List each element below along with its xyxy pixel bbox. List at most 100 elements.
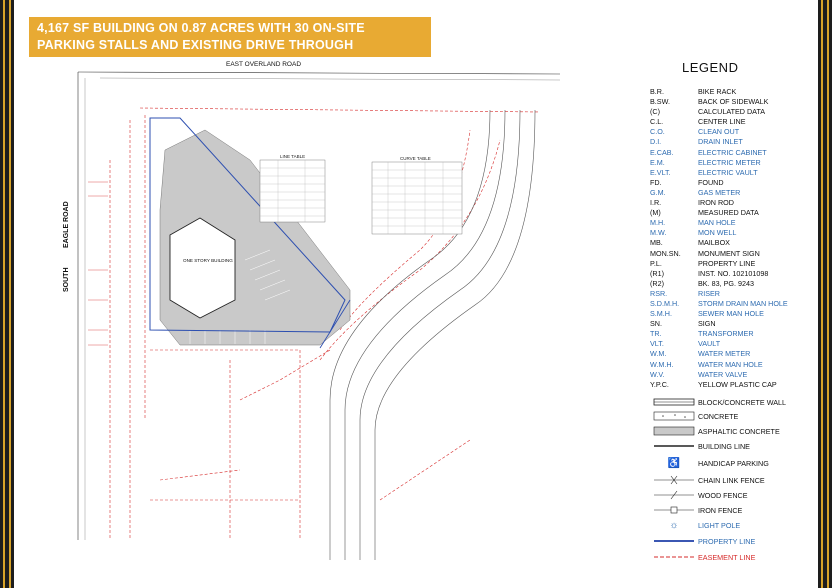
legend-abbr-key: W.M.H. [650, 359, 674, 369]
legend-abbr-row: SN. SIGN [650, 319, 820, 329]
legend-abbr-key: D.I. [650, 137, 662, 147]
legend-wood-fence: WOOD FENCE [650, 489, 830, 501]
legend-abbr-key: VLT. [650, 339, 664, 349]
legend-abbr-key: W.M. [650, 349, 667, 359]
legend-abbr-row: MON.SN.MONUMENT SIGN [650, 249, 820, 259]
legend-abbr-value: DRAIN INLET [698, 137, 743, 147]
legend-property-line: PROPERTY LINE [650, 535, 830, 547]
legend-abbr-value: ELECTRIC VAULT [698, 167, 758, 177]
legend-abbr-row: S.M.H.SEWER MAN HOLE [650, 309, 820, 319]
legend-iron-fence-label: IRON FENCE [698, 505, 743, 515]
legend-abbr-value: MON WELL [698, 228, 737, 238]
legend-abbr-row: M.W. MON WELL [650, 228, 820, 238]
legend-abbr-row: W.M. WATER METER [650, 349, 820, 359]
legend-light-pole: ☼ LIGHT POLE [650, 519, 830, 531]
legend-property-line-label: PROPERTY LINE [698, 536, 756, 546]
legend-abbr-value: SEWER MAN HOLE [698, 309, 764, 319]
legend-abbr-value: ELECTRIC CABINET [698, 147, 767, 157]
legend-abbr-row: I.R.IRON ROD [650, 198, 820, 208]
left-border-stripe [0, 0, 14, 588]
right-border-stripe [818, 0, 832, 588]
title-banner: 4,167 SF BUILDING ON 0.87 ACRES WITH 30 … [29, 17, 431, 57]
legend-abbr-key: (C) [650, 107, 660, 117]
legend-abbr-value: MEASURED DATA [698, 208, 759, 218]
legend-chain-link: CHAIN LINK FENCE [650, 474, 830, 486]
building-label: ONE STORY BUILDING [183, 258, 233, 263]
parking-stripes [189, 249, 291, 344]
line-table-title: LINE TABLE [280, 154, 305, 159]
legend-abbr-key: C.L. [650, 117, 664, 127]
legend-building-line-label: BUILDING LINE [698, 441, 750, 451]
legend-abbr-row: P.L. PROPERTY LINE [650, 259, 820, 269]
legend-abbr-value: BACK OF SIDEWALK [698, 97, 769, 107]
legend-abbr-row: (R2) BK. 83, PG. 9243 [650, 279, 820, 289]
legend-abbr-value: MAILBOX [698, 238, 730, 248]
building-footprint [169, 217, 236, 319]
legend-abbr-row: (R1) INST. NO. 102101098 [650, 269, 820, 279]
legend-concrete: CONCRETE [650, 410, 830, 422]
curve-table-title: CURVE TABLE [400, 156, 431, 161]
legend-abbr-value: RISER [698, 288, 720, 298]
legend-abbr-key: E.M. [650, 157, 665, 167]
legend-abbr-value: INST. NO. 102101098 [698, 268, 769, 278]
legend-abbr-row: D.I. DRAIN INLET [650, 137, 820, 147]
legend-abbr-key: MB. [650, 238, 663, 248]
legend-easement-line: EASEMENT LINE [650, 551, 830, 563]
road-label-south: SOUTH [63, 268, 70, 293]
legend-abbr-value: YELLOW PLASTIC CAP [698, 379, 777, 389]
legend-abbr-row: B.SW. BACK OF SIDEWALK [650, 97, 820, 107]
legend-wood-fence-label: WOOD FENCE [698, 490, 748, 500]
legend-abbr-value: FOUND [698, 177, 724, 187]
legend-abbr-value: WATER MAN HOLE [698, 359, 763, 369]
legend-building-line: BUILDING LINE [650, 440, 830, 452]
legend-abbr-key: (M) [650, 208, 661, 218]
legend-abbr-value: BK. 83, PG. 9243 [698, 278, 754, 288]
legend-chain-link-label: CHAIN LINK FENCE [698, 475, 765, 485]
legend-abbr-value: WATER METER [698, 349, 751, 359]
legend-abbr-row: E.M. ELECTRIC METER [650, 158, 820, 168]
legend-block-wall: BLOCK/CONCRETE WALL [650, 396, 830, 408]
legend-abbr-row: W.V. WATER VALVE [650, 370, 820, 380]
legend-concrete-label: CONCRETE [698, 411, 739, 421]
legend-abbr-row: (M) MEASURED DATA [650, 208, 820, 218]
legend-abbr-key: E.CAB. [650, 147, 674, 157]
legend-abbr-key: S.D.M.H. [650, 298, 680, 308]
legend-iron-fence: IRON FENCE [650, 504, 830, 516]
legend-title: LEGEND [682, 60, 739, 75]
legend-light-pole-label: LIGHT POLE [698, 520, 741, 530]
legend-abbr-row: C.O.CLEAN OUT [650, 127, 820, 137]
road-label-eagle: EAGLE ROAD [63, 201, 70, 248]
curve-table: CURVE TABLE [371, 156, 463, 235]
legend-abbr-value: SIGN [698, 319, 716, 329]
legend-abbr-key: M.H. [650, 218, 666, 228]
legend-abbr-key: Y.P.C. [650, 379, 669, 389]
legend-abbr-row: E.VLT.ELECTRIC VAULT [650, 168, 820, 178]
legend-abbr-value: MAN HOLE [698, 218, 736, 228]
legend-abbr-key: (R2) [650, 278, 664, 288]
legend-abbr-value: ELECTRIC METER [698, 157, 761, 167]
legend-abbr-key: W.V. [650, 369, 665, 379]
legend-abbr-key: TR. [650, 329, 662, 339]
legend-easement-line-label: EASEMENT LINE [698, 552, 756, 562]
legend-block-wall-label: BLOCK/CONCRETE WALL [698, 397, 786, 407]
legend-abbr-row: M.H. MAN HOLE [650, 218, 820, 228]
banner-line-2: PARKING STALLS AND EXISTING DRIVE THROUG… [37, 38, 354, 52]
legend-abbr-key: M.W. [650, 228, 667, 238]
legend-abbr-value: PROPERTY LINE [698, 258, 756, 268]
legend-abbr-key: (R1) [650, 268, 664, 278]
legend-abbr-key: RSR. [650, 288, 668, 298]
legend-asphalt: ASPHALTIC CONCRETE [650, 425, 830, 437]
legend-handicap: ♿ HANDICAP PARKING [650, 457, 830, 469]
legend-abbr-value: WATER VALVE [698, 369, 748, 379]
legend-abbr-key: B.SW. [650, 97, 670, 107]
legend-abbr-row: TR.TRANSFORMER [650, 329, 820, 339]
legend-abbr-row: MB. MAILBOX [650, 238, 820, 248]
legend-abbr-value: STORM DRAIN MAN HOLE [698, 298, 788, 308]
banner-line-1: 4,167 SF BUILDING ON 0.87 ACRES WITH 30 … [37, 21, 365, 35]
handicap-icon: ♿ [667, 457, 681, 469]
legend-abbr-key: SN. [650, 319, 662, 329]
legend-abbr-row: Y.P.C. YELLOW PLASTIC CAP [650, 380, 820, 390]
legend-abbr-key: P.L. [650, 258, 662, 268]
